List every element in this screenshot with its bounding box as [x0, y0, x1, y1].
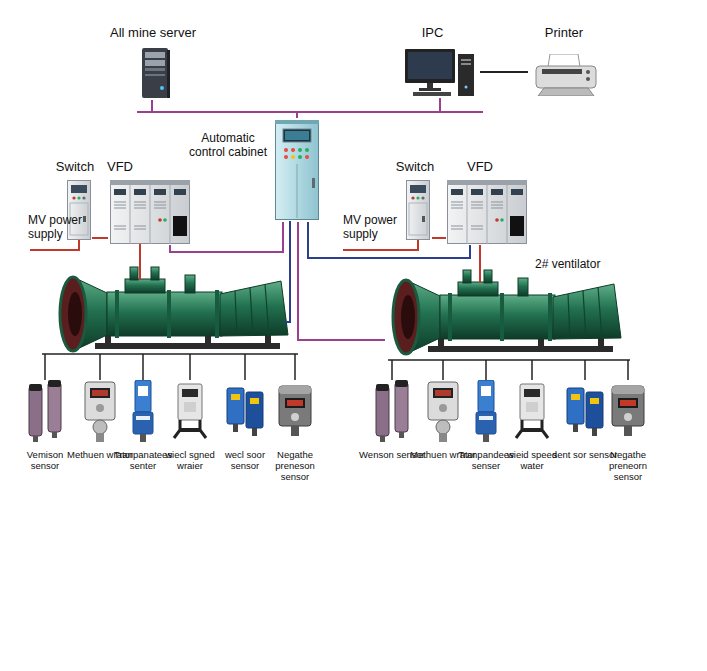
wire-connector [170, 222, 283, 252]
power-wire [30, 240, 79, 250]
sensor-node: Methuen wrator [72, 374, 128, 496]
vfd-icon [110, 180, 190, 244]
ventilator-icon [393, 270, 621, 354]
wire-connector [308, 222, 470, 258]
vfd-node: VFD [108, 160, 192, 245]
printer-node: Printer [528, 26, 600, 98]
wire-connector [92, 237, 108, 239]
sensor-node: wecl soor sensor [217, 374, 273, 496]
pressure-sensor-icon [612, 386, 644, 436]
wind-speed-sensor-icon [516, 384, 548, 438]
ventilator-icon [60, 267, 288, 351]
control-cabinet-node: Automatic control cabinet [183, 118, 320, 222]
sensor-node: Negathe preneorn sensor [600, 374, 656, 496]
printer-icon [536, 54, 596, 96]
wind-door-sensor-icon [227, 388, 263, 436]
node-label: sent sor sensor [552, 450, 618, 461]
server-icon [142, 48, 170, 98]
wire-connector [479, 245, 481, 256]
power-wire [479, 256, 481, 283]
wire-connector [432, 237, 446, 239]
node-label: Negathe preneorn sensor [595, 450, 661, 483]
node-label: All mine server [98, 26, 208, 41]
node-label: wecl soor sensor [212, 450, 278, 472]
wind-speed-sensor-icon [174, 384, 206, 438]
vfd-node: VFD [446, 160, 528, 245]
wind-door-sensor-icon [567, 388, 603, 436]
ipc-node: IPC [395, 26, 480, 98]
node-label: IPC [395, 26, 470, 41]
signal-wire [285, 221, 290, 322]
temperature-sensor-icon [476, 380, 496, 442]
sensor-node: Wenson sensor [364, 374, 420, 496]
switch-icon [68, 181, 91, 240]
power-label: MV power supply [28, 214, 98, 242]
sensor-node: sent sor sensor [557, 374, 613, 496]
methane-sensor-icon [85, 382, 115, 442]
sensor-node: Tranpandees senser [458, 374, 514, 496]
ventilator-node: 2# ventilator [385, 256, 627, 360]
sensor-node: Tranpanatees senter [115, 374, 171, 496]
wire-connector [480, 71, 528, 73]
node-label: Switch [50, 160, 100, 175]
vibration-sensor-icon [376, 380, 408, 442]
network-bus [137, 111, 483, 113]
sensor-node: wieid speed water [504, 374, 560, 496]
sensor-bus [42, 354, 630, 380]
power-wire [139, 244, 141, 280]
node-label: Printer [528, 26, 600, 41]
control-cabinet-icon [275, 120, 319, 220]
power-label: MV power supply [343, 214, 413, 242]
sensor-node: Methuen wrator [415, 374, 471, 496]
pressure-sensor-icon [279, 386, 311, 436]
node-label: VFD [460, 160, 500, 175]
sensor-node: wiecl sgned wraier [162, 374, 218, 496]
node-label: 2# ventilator [535, 258, 627, 272]
node-label: Switch [390, 160, 440, 175]
sensor-node: Negathe preneson sensor [267, 374, 323, 496]
switch-node: Switch [396, 160, 432, 242]
node-label: Automatic control cabinet [183, 132, 273, 160]
sensor-node: Vemison sensor [17, 374, 73, 496]
node-label: VFD [100, 160, 140, 175]
pc-icon [405, 49, 474, 96]
power-wire [343, 240, 418, 250]
node-label: wiecl sgned wraier [157, 450, 223, 472]
temperature-sensor-icon [133, 380, 153, 442]
switch-icon [407, 181, 430, 240]
wire-connector [152, 100, 297, 118]
vfd-icon [447, 180, 527, 244]
vibration-sensor-icon [29, 380, 61, 442]
server-node: All mine server [98, 26, 208, 100]
wire-connector [297, 98, 440, 118]
methane-sensor-icon [428, 382, 458, 442]
node-label: Negathe preneson sensor [262, 450, 328, 483]
